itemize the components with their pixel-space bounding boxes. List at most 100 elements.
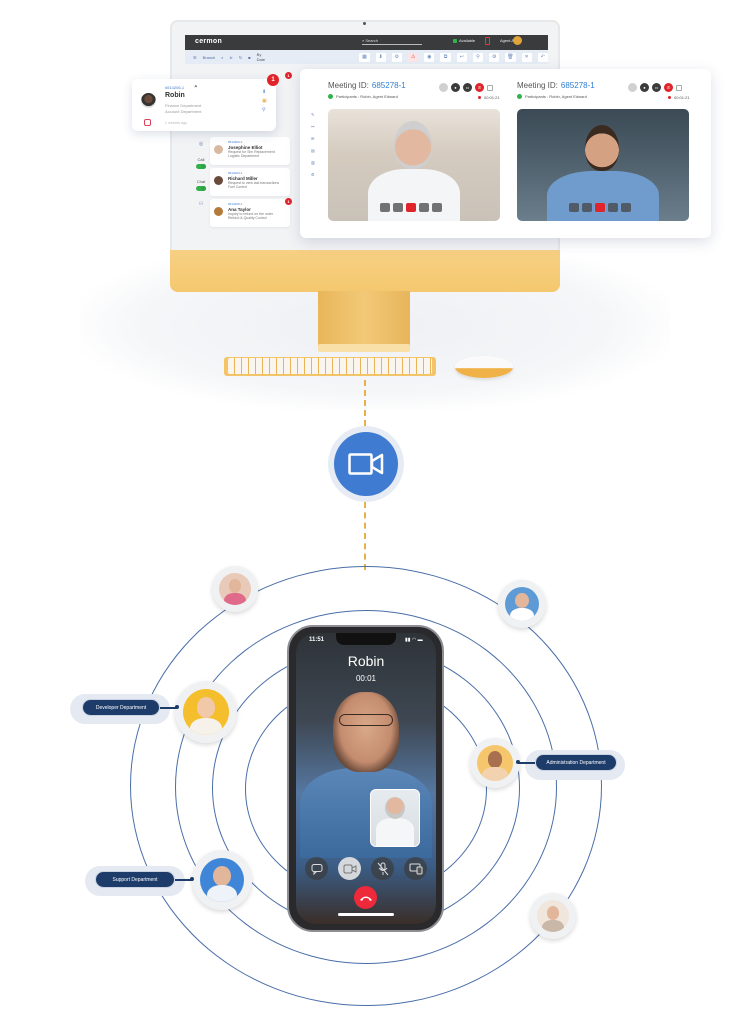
settings-icon[interactable]: ⚙ <box>311 172 315 177</box>
tile-hangup-icon[interactable] <box>406 203 416 212</box>
support-department-pill[interactable]: Support Department <box>95 871 175 888</box>
screen-icon[interactable] <box>439 83 448 92</box>
undo-button[interactable]: ↶ <box>537 52 548 62</box>
video-toggle-button[interactable] <box>338 857 361 880</box>
meeting-side-icons: ✎ ⚯ ✉ ▤ ▥ ⚙ <box>311 112 315 177</box>
delete-button[interactable]: 🗑 <box>505 52 516 62</box>
administration-department-pill[interactable]: Administration Department <box>535 754 617 771</box>
agent-name: Agent Avi <box>500 38 517 43</box>
developer-department-pill[interactable]: Developer Department <box>82 699 160 716</box>
search-input[interactable]: ⌕ Search <box>362 38 422 45</box>
agent-avatar-6[interactable] <box>530 893 576 939</box>
link-icon[interactable]: ⚯ <box>311 124 315 129</box>
shirt <box>189 717 223 735</box>
copy-dropdown[interactable]: ⧉ <box>440 52 451 62</box>
meeting-participants: Participants : Robin, Agent Edward <box>517 94 587 99</box>
meeting-controls: ● ▭ ✆ <box>628 83 682 92</box>
fullscreen-icon[interactable] <box>487 84 493 91</box>
alert-button[interactable]: ⚠ <box>408 52 419 62</box>
video-call-badge[interactable] <box>334 432 398 496</box>
tile-share-icon[interactable] <box>432 203 442 212</box>
tile-hangup-icon[interactable] <box>595 203 605 212</box>
agent-avatar-developer[interactable] <box>175 681 237 743</box>
stop-icon[interactable]: ■ <box>248 54 251 60</box>
incoming-ticket-card[interactable] <box>132 79 276 131</box>
video-icon[interactable]: ▭ <box>652 83 661 92</box>
recording-dot <box>668 96 671 99</box>
agent-avatar-administration[interactable] <box>470 738 520 788</box>
app-header <box>185 35 548 50</box>
close-button[interactable]: ✕ <box>521 52 532 62</box>
reply-dropdown[interactable]: ↩ <box>456 52 467 62</box>
mail-icon[interactable]: ✉ <box>311 136 315 141</box>
forward-icon[interactable]: ⊳ <box>229 54 233 60</box>
agent-avatar-1[interactable] <box>212 566 258 612</box>
participant-body <box>368 169 460 221</box>
video-icon[interactable]: ▭ <box>463 83 472 92</box>
screen-icon[interactable] <box>628 83 637 92</box>
tile-mic-icon[interactable] <box>393 203 403 212</box>
ticket-department: Fuel Control <box>228 185 248 189</box>
tools-button[interactable]: ⚙ <box>489 52 500 62</box>
phone-icon[interactable] <box>485 37 490 45</box>
flag-icon[interactable]: ⚑ <box>194 84 198 89</box>
hangup-icon[interactable]: ✆ <box>664 83 673 92</box>
ticket-time: 1 minutes ago <box>165 121 187 125</box>
file-icon[interactable]: ▥ <box>311 160 315 165</box>
pin-button[interactable]: ⬇ <box>375 52 386 62</box>
menu-icon[interactable]: ☰ <box>193 54 197 60</box>
assign-dropdown[interactable]: ⚲ <box>472 52 484 62</box>
lock-icon[interactable]: ▣ <box>262 98 267 104</box>
microphone-icon[interactable]: ● <box>640 83 649 92</box>
sort-dropdown[interactable]: By Date <box>256 52 266 62</box>
pin-icon[interactable]: ⬇ <box>262 89 267 95</box>
tile-video-icon[interactable] <box>419 203 429 212</box>
shirt <box>206 885 238 902</box>
tile-share-icon[interactable] <box>621 203 631 212</box>
tile-chat-icon[interactable] <box>569 203 579 212</box>
availability-dropdown[interactable]: Available <box>453 38 475 43</box>
video-tile-customer[interactable] <box>517 109 689 221</box>
ticket-card[interactable]: #514204-1 Richard Miller Request to view… <box>210 168 290 196</box>
chat-button[interactable] <box>305 857 328 880</box>
pip-body <box>376 818 414 846</box>
mute-button[interactable] <box>371 857 394 880</box>
ticket-id: #514204-1 <box>228 171 243 175</box>
fullscreen-icon[interactable] <box>676 84 682 91</box>
call-toggle[interactable] <box>196 164 206 169</box>
user-icon[interactable]: ⚲ <box>262 107 266 113</box>
edit-icon[interactable]: ✎ <box>311 112 315 117</box>
sidebar-icons: ▤ ◎ Call Chat ⚇ <box>196 125 206 207</box>
meeting-participants: Participants : Robin, Agent Edward <box>328 94 398 99</box>
settings-button[interactable]: ⚙ <box>391 52 403 62</box>
tile-video-icon[interactable] <box>608 203 618 212</box>
agent-avatar[interactable] <box>513 36 522 45</box>
video-tile-doctor[interactable] <box>328 109 500 221</box>
status-label: Available <box>459 38 476 43</box>
hangup-icon[interactable]: ✆ <box>475 83 484 92</box>
note-icon[interactable]: ▤ <box>311 148 315 153</box>
view-dropdown[interactable]: ◉ <box>424 52 435 62</box>
people-icon[interactable]: ⚇ <box>198 201 204 207</box>
recording-dot <box>478 96 481 99</box>
ticket-card[interactable]: #514203-1 Josephine Elliot Request for S… <box>210 137 290 165</box>
tile-chat-icon[interactable] <box>380 203 390 212</box>
ticket-card[interactable]: #514205-1 Ana Taylor Inquiry to refund o… <box>210 199 290 227</box>
agent-avatar-support[interactable] <box>192 850 252 910</box>
end-call-button[interactable] <box>354 886 377 909</box>
filter-icon[interactable]: ⌕ <box>221 54 224 60</box>
agent-photo <box>183 689 229 735</box>
microphone-icon[interactable]: ● <box>451 83 460 92</box>
screen-share-button[interactable] <box>404 857 427 880</box>
whatsapp-icon[interactable]: ◎ <box>198 141 204 147</box>
refresh-icon[interactable]: ↻ <box>238 54 243 60</box>
grid-button[interactable]: ▦ <box>359 52 370 62</box>
agent-photo <box>477 745 513 781</box>
connector-dot <box>190 877 194 881</box>
timer-text: 00:01:21 <box>484 95 500 100</box>
chat-toggle[interactable] <box>196 186 206 191</box>
caller-name: Robin <box>165 92 185 99</box>
branch-dropdown[interactable]: Branch <box>202 54 216 60</box>
agent-avatar-2[interactable] <box>498 580 546 628</box>
tile-mic-icon[interactable] <box>582 203 592 212</box>
